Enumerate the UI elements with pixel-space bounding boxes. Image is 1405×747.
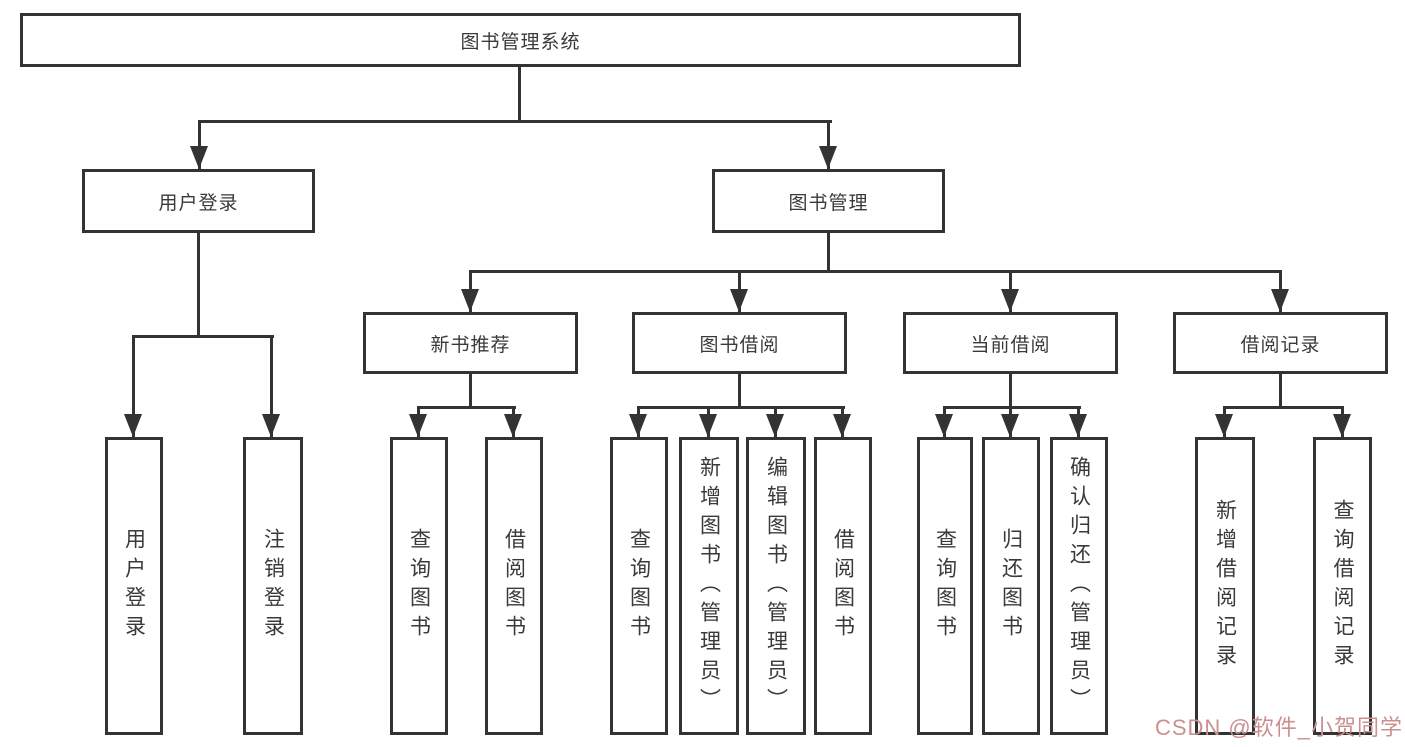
arrow-down-icon	[1215, 414, 1233, 437]
leaf-borrow-borrow-books: 借阅图书	[814, 437, 872, 735]
node-book-management: 图书管理	[712, 169, 945, 233]
node-book-borrow: 图书借阅	[632, 312, 847, 374]
arrow-down-icon	[409, 414, 427, 437]
node-borrow-records-label: 借阅记录	[1240, 334, 1321, 356]
node-current-borrow-label: 当前借阅	[970, 334, 1051, 356]
connector-book-management-stem	[827, 233, 830, 272]
node-borrow-records: 借阅记录	[1173, 312, 1388, 374]
connector-borrow-records-rail	[1223, 406, 1344, 409]
leaf-user-login: 用户登录	[105, 437, 163, 735]
node-book-management-label: 图书管理	[788, 192, 869, 214]
leaf-newbook-query-books-label: 查询图书	[407, 528, 431, 644]
arrow-down-icon	[124, 414, 142, 437]
node-user-login-label: 用户登录	[158, 192, 239, 214]
connector-new-book-rail	[417, 406, 516, 409]
connector-root-to-user-login	[198, 120, 201, 169]
leaf-records-query-record-label: 查询借阅记录	[1331, 499, 1354, 673]
arrow-down-icon	[461, 289, 479, 312]
leaf-current-confirm-return-admin: 确认归还（管理员）	[1050, 437, 1108, 735]
connector-book-borrow-rail	[637, 406, 845, 409]
arrow-down-icon	[766, 414, 784, 437]
leaf-logout-label: 注销登录	[261, 528, 285, 644]
connector-borrow-records-stem	[1279, 374, 1282, 408]
arrow-down-icon	[1069, 414, 1087, 437]
connector-to-leaf-user-login	[132, 335, 135, 437]
leaf-borrow-borrow-books-label: 借阅图书	[831, 528, 855, 644]
connector-root-to-book-management	[827, 120, 830, 169]
node-user-login: 用户登录	[82, 169, 315, 233]
leaf-logout: 注销登录	[243, 437, 303, 735]
leaf-current-query-books: 查询图书	[917, 437, 973, 735]
connector-user-login-stem	[197, 233, 200, 338]
connector-current-borrow-rail	[943, 406, 1081, 409]
arrow-down-icon	[935, 414, 953, 437]
node-new-book-recommend-label: 新书推荐	[430, 334, 511, 356]
leaf-borrow-edit-books-admin-label: 编辑图书（管理员）	[764, 455, 788, 717]
watermark: CSDN @软件_小贺同学	[1154, 715, 1403, 740]
arrow-down-icon	[1271, 289, 1289, 312]
leaf-user-login-label: 用户登录	[122, 528, 146, 644]
arrow-down-icon	[819, 146, 837, 169]
leaf-current-query-books-label: 查询图书	[933, 528, 957, 644]
leaf-newbook-borrow-books-label: 借阅图书	[502, 528, 526, 644]
connector-root-stem	[518, 67, 521, 122]
arrow-down-icon	[730, 289, 748, 312]
leaf-records-query-record: 查询借阅记录	[1313, 437, 1372, 735]
arrow-down-icon	[1333, 414, 1351, 437]
leaf-newbook-query-books: 查询图书	[390, 437, 448, 735]
node-root-label: 图书管理系统	[460, 31, 581, 53]
node-book-borrow-label: 图书借阅	[699, 334, 780, 356]
leaf-newbook-borrow-books: 借阅图书	[485, 437, 543, 735]
connector-book-management-rail	[469, 270, 1282, 273]
arrow-down-icon	[1001, 289, 1019, 312]
node-current-borrow: 当前借阅	[903, 312, 1118, 374]
node-root: 图书管理系统	[20, 13, 1021, 67]
arrow-down-icon	[504, 414, 522, 437]
leaf-current-return-books: 归还图书	[982, 437, 1040, 735]
leaf-borrow-query-books: 查询图书	[610, 437, 668, 735]
connector-user-login-rail	[132, 335, 274, 338]
leaf-borrow-edit-books-admin: 编辑图书（管理员）	[746, 437, 806, 735]
arrow-down-icon	[190, 146, 208, 169]
leaf-current-return-books-label: 归还图书	[999, 528, 1023, 644]
connector-to-leaf-logout	[270, 335, 273, 437]
leaf-records-add-record-label: 新增借阅记录	[1213, 499, 1237, 673]
leaf-borrow-add-books-admin-label: 新增图书（管理员）	[697, 455, 721, 717]
leaf-current-confirm-return-admin-label: 确认归还（管理员）	[1067, 455, 1091, 717]
leaf-borrow-query-books-label: 查询图书	[627, 528, 651, 644]
arrow-down-icon	[1001, 414, 1019, 437]
arrow-down-icon	[833, 414, 851, 437]
connector-current-borrow-stem	[1009, 374, 1012, 408]
connector-book-borrow-stem	[738, 374, 741, 408]
node-new-book-recommend: 新书推荐	[363, 312, 578, 374]
connector-new-book-stem	[469, 374, 472, 408]
connector-root-rail	[198, 120, 832, 123]
leaf-borrow-add-books-admin: 新增图书（管理员）	[679, 437, 739, 735]
arrow-down-icon	[629, 414, 647, 437]
arrow-down-icon	[262, 414, 280, 437]
arrow-down-icon	[699, 414, 717, 437]
leaf-records-add-record: 新增借阅记录	[1195, 437, 1255, 735]
